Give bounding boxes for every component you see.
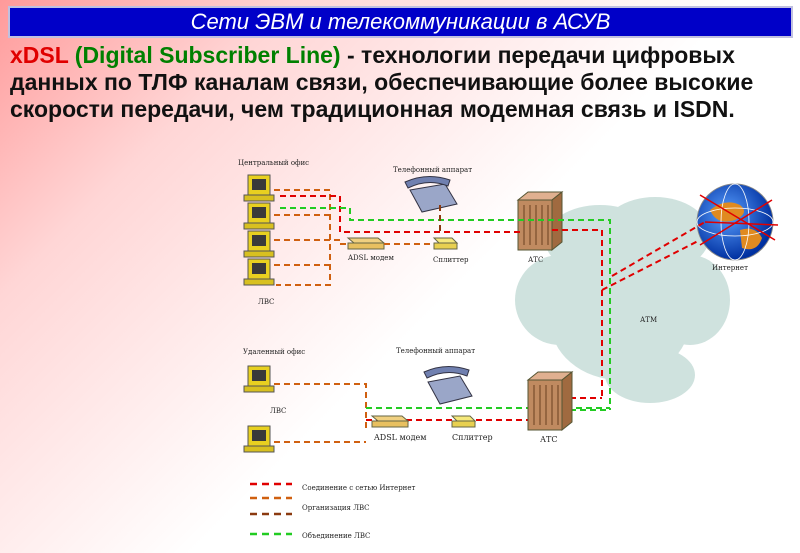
remote-office-label: Удаленный офис bbox=[243, 348, 305, 356]
term-xdsl: xDSL bbox=[10, 42, 69, 68]
page-title: Сети ЭВМ и телекоммуникации в АСУВ bbox=[190, 9, 611, 34]
internet-globe-icon bbox=[696, 183, 779, 261]
lan-label-1: ЛВС bbox=[258, 298, 274, 306]
phone-label-1: Телефонный аппарат bbox=[393, 166, 472, 174]
term-expansion: (Digital Subscriber Line) bbox=[74, 42, 341, 68]
computer-icon bbox=[243, 174, 275, 202]
central-office-label: Центральный офис bbox=[238, 159, 309, 167]
lan-label-2: ЛВС bbox=[270, 407, 286, 415]
splitter-icon bbox=[432, 237, 459, 250]
legend-label-lan: Организация ЛВС bbox=[302, 504, 370, 512]
adsl-modem-icon bbox=[370, 415, 410, 428]
atm-label: АТМ bbox=[640, 316, 657, 324]
computer-icon bbox=[243, 202, 275, 230]
computer-icon bbox=[243, 365, 275, 393]
phone-label-2: Телефонный аппарат bbox=[396, 347, 475, 355]
telephone-icon bbox=[423, 366, 473, 405]
central-lan-lines bbox=[274, 189, 340, 286]
legend: Соединение с сетью Интернет Организация … bbox=[250, 482, 415, 540]
ats-label-2: АТС bbox=[540, 435, 558, 444]
legend-label-merge: Объединение ЛВС bbox=[302, 532, 370, 540]
adsl-label-2: ADSL модем bbox=[373, 433, 426, 442]
atm-cloud bbox=[515, 197, 730, 403]
title-bar: Сети ЭВМ и телекоммуникации в АСУВ bbox=[8, 6, 793, 38]
legend-label-internet: Соединение с сетью Интернет bbox=[302, 484, 415, 492]
definition-body: - технологии передачи цифровых данных по… bbox=[10, 42, 754, 122]
central-pc-stack bbox=[243, 174, 275, 286]
definition-text: xDSL (Digital Subscriber Line) - техноло… bbox=[10, 42, 790, 123]
telephone-icon bbox=[404, 176, 458, 213]
internet-label: Интернет bbox=[712, 264, 748, 272]
splitter-label-2: Сплиттер bbox=[452, 433, 493, 442]
ats-cabinet-icon bbox=[526, 370, 574, 432]
splitter-label-1: Сплиттер bbox=[433, 256, 469, 264]
splitter-icon bbox=[450, 415, 477, 428]
ats-label-1: АТС bbox=[528, 256, 543, 264]
adsl-label-1: ADSL модем bbox=[347, 254, 394, 262]
internet-links bbox=[601, 221, 706, 291]
computer-icon bbox=[243, 230, 275, 258]
computer-icon bbox=[243, 425, 275, 453]
computer-icon bbox=[243, 258, 275, 286]
adsl-modem-icon bbox=[346, 237, 386, 250]
ats-cabinet-icon bbox=[516, 190, 564, 252]
central-connection-lines bbox=[280, 195, 611, 410]
